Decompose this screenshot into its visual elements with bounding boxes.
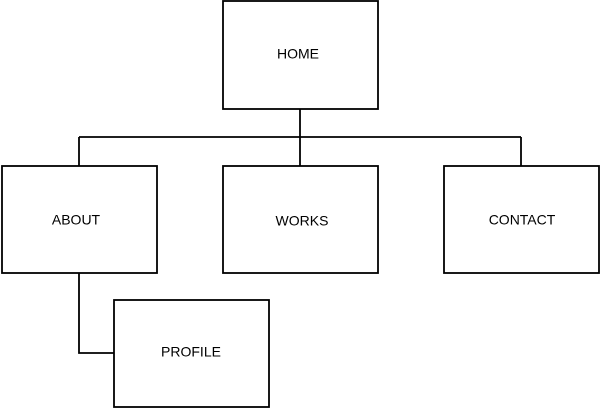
node-about-box — [1, 165, 158, 274]
node-contact-box — [443, 165, 600, 274]
node-home[interactable]: HOME — [222, 0, 379, 110]
node-contact-label: CONTACT — [489, 212, 556, 228]
node-home-box — [222, 0, 379, 110]
connectors — [78, 109, 522, 354]
about-profile-connector — [78, 273, 114, 354]
node-about-label: ABOUT — [52, 212, 101, 228]
node-works[interactable]: WORKS — [222, 165, 379, 274]
node-contact[interactable]: CONTACT — [443, 165, 600, 274]
node-works-box — [222, 165, 379, 274]
node-profile[interactable]: PROFILE — [113, 299, 270, 408]
node-profile-box — [113, 299, 270, 408]
node-profile-label: PROFILE — [161, 344, 221, 360]
node-works-label: WORKS — [276, 213, 329, 229]
node-about[interactable]: ABOUT — [1, 165, 158, 274]
node-home-label: HOME — [277, 46, 319, 62]
